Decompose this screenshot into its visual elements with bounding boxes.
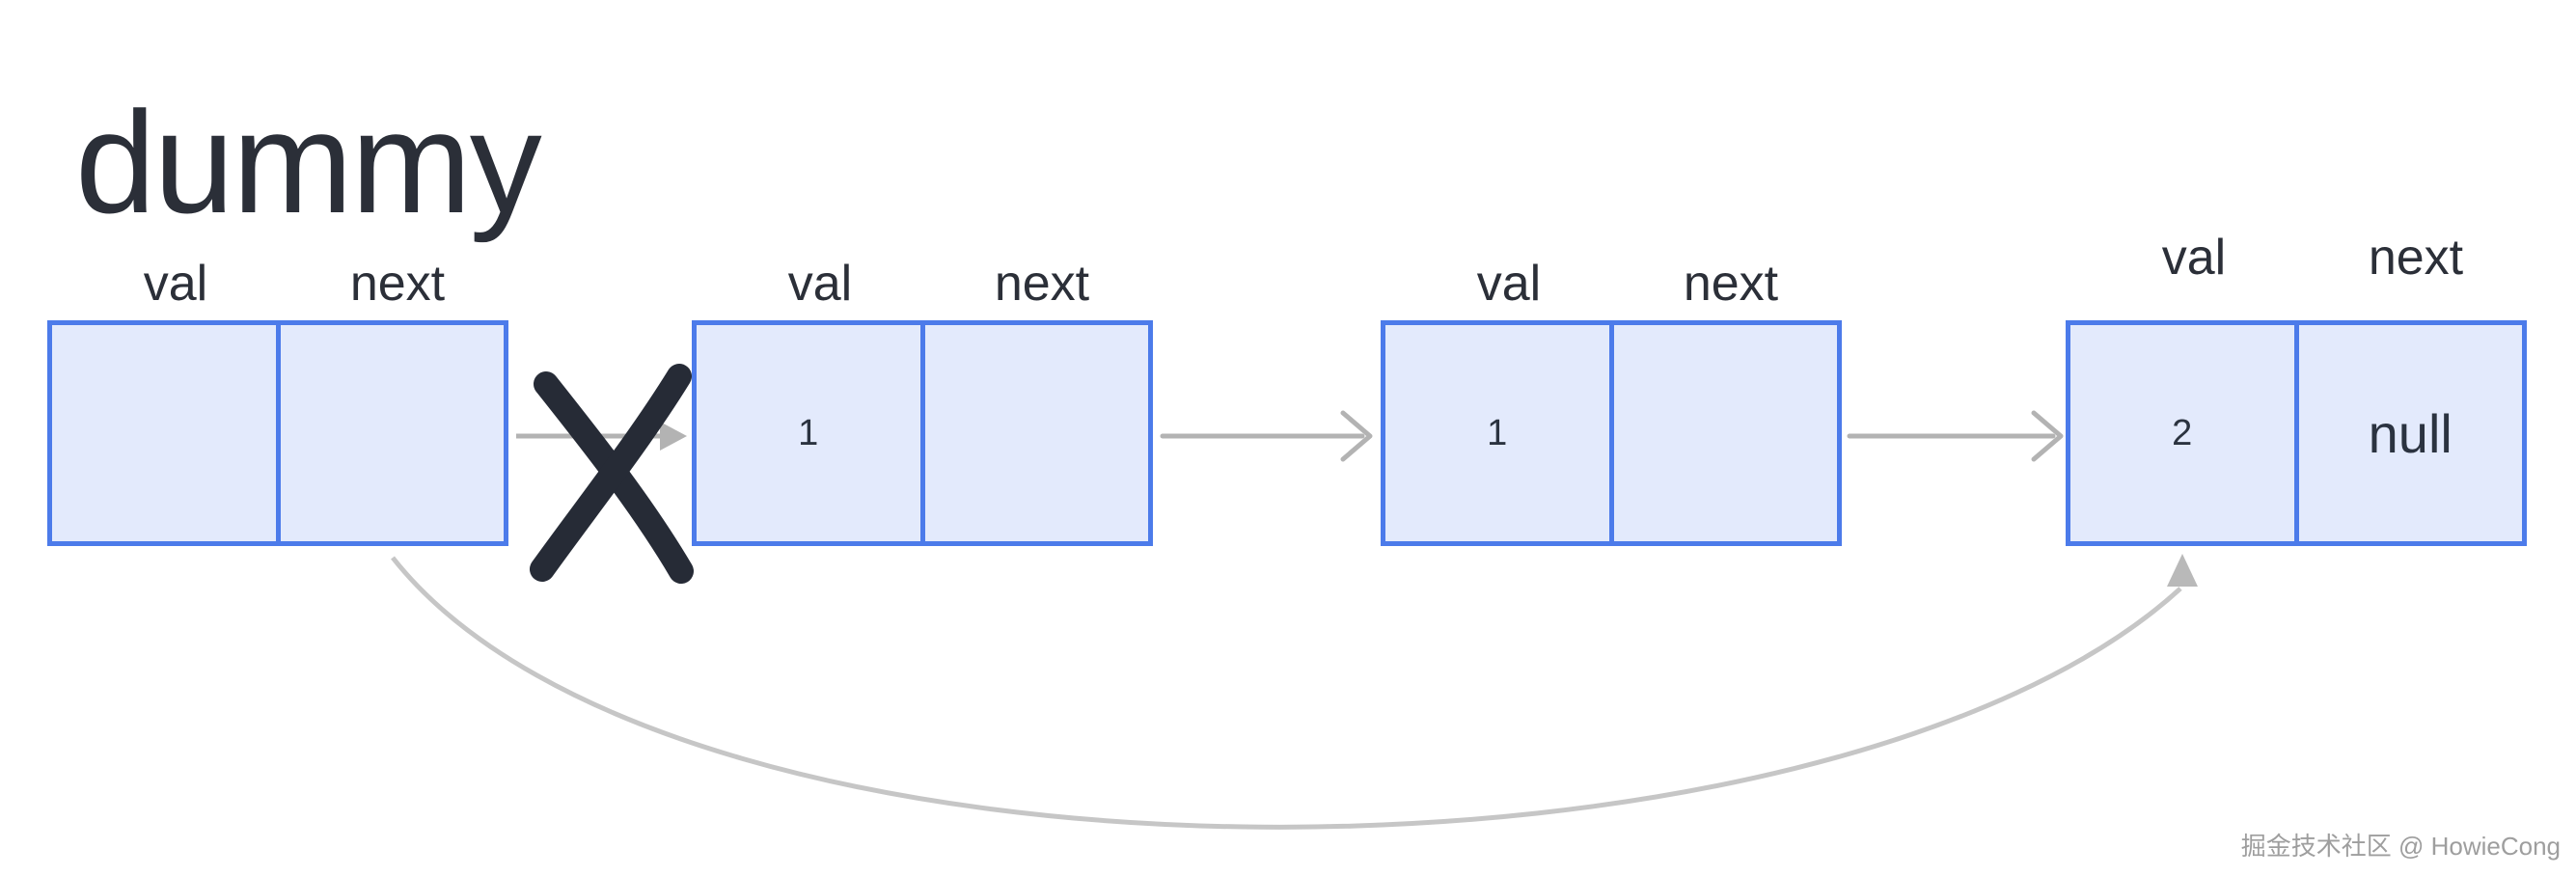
next-label: next	[1683, 256, 1779, 312]
val-label: val	[787, 256, 853, 312]
val-cell	[52, 325, 281, 541]
val-cell: 2	[2070, 325, 2299, 541]
arrowhead	[660, 422, 687, 451]
list-node-2: val next 1	[1381, 255, 1842, 546]
next-label: next	[349, 256, 446, 312]
next-cell: null	[2368, 402, 2453, 464]
list-node-1: val next 1	[692, 255, 1153, 546]
node-box: 1	[1381, 320, 1842, 546]
val-cell: 1	[697, 325, 925, 541]
arrowhead	[2031, 410, 2064, 462]
node-box	[47, 320, 508, 546]
node-box: 1	[692, 320, 1153, 546]
val-cell: 1	[1385, 325, 1614, 541]
list-node-dummy: val next	[47, 255, 508, 546]
field-labels: val next	[692, 255, 1153, 313]
val-label: val	[1476, 256, 1542, 312]
list-node-3: val next 2 null	[2066, 229, 2527, 546]
node-box: 2 null	[2066, 320, 2527, 546]
arrowhead	[2167, 554, 2198, 587]
field-labels: val next	[1381, 255, 1842, 313]
field-labels: val next	[47, 255, 508, 313]
dummy-pointer-label: dummy	[75, 81, 542, 243]
field-labels: val next	[2066, 229, 2527, 287]
next-cell	[925, 325, 1149, 541]
x-cross-mark	[530, 364, 694, 584]
watermark: 掘金技术社区 @ HowieCong	[2240, 832, 2561, 861]
next-label: next	[994, 256, 1090, 312]
edge-dummy-to-node3-curved	[391, 554, 2198, 830]
edge-node1-to-node2	[1160, 410, 1373, 462]
edge-node2-to-node3	[1847, 410, 2064, 462]
edge-dummy-to-node1	[516, 422, 687, 451]
val-label: val	[2161, 230, 2227, 286]
next-label: next	[2368, 230, 2464, 286]
next-cell	[281, 325, 505, 541]
val-label: val	[143, 256, 208, 312]
next-cell	[1614, 325, 1838, 541]
arrowhead	[1340, 410, 1373, 462]
